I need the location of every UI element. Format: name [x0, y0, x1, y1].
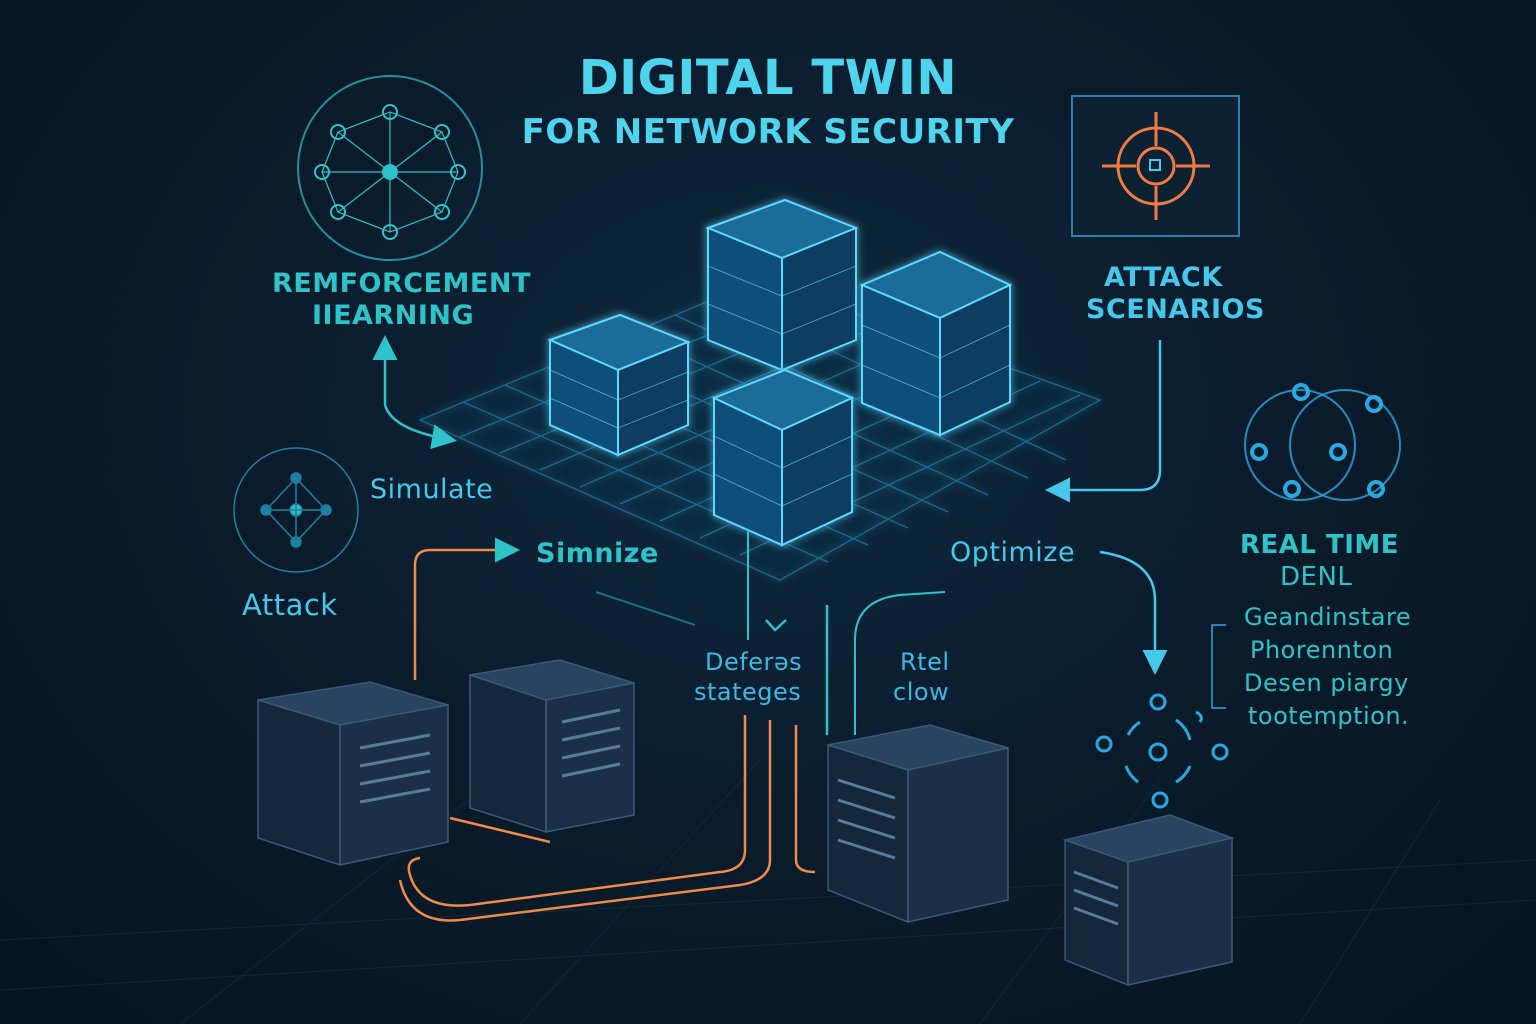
side-text-line-1: Geandinstare [1244, 603, 1412, 631]
server-left [257, 681, 449, 867]
orbit-cluster-icon [1095, 693, 1229, 809]
server-middle [469, 659, 635, 834]
defense-label-line-1: Deferəs [705, 648, 803, 676]
connector-arrows [372, 335, 1168, 735]
defense-label-line-2: stateges [694, 678, 802, 706]
cube-left [547, 313, 691, 457]
side-text-line-3: Desen piargy [1244, 669, 1409, 697]
attack-label: Attack [242, 588, 338, 622]
optimize-label: Optimize [950, 537, 1076, 568]
title-line-1: DIGITAL TWIN [578, 50, 958, 106]
server-far-right [1062, 814, 1235, 987]
attack-scenarios-line-1: ATTACK [1104, 262, 1223, 293]
simulate-label: Simulate [370, 474, 494, 505]
attack-scenarios-line-2: SCENARIOS [1086, 294, 1265, 325]
orange-data-flow [398, 715, 816, 922]
crosshair-target-icon [1071, 95, 1240, 237]
rl-label-line-2: IIEARNING [312, 300, 475, 331]
side-bracket [1211, 624, 1226, 709]
rl-label-line-1: REMFORCEMENT [272, 268, 531, 299]
title-line-2: FOR NETWORK SECURITY [521, 112, 1015, 152]
server-right [827, 724, 1009, 924]
network-node-icon [233, 447, 359, 573]
background-grid [0, 759, 1536, 1024]
cube-tall [705, 198, 859, 372]
cube-right [859, 250, 1013, 437]
cube-front [711, 368, 855, 547]
neural-network-icon [297, 75, 483, 261]
side-text-line-4: tootemption. [1248, 702, 1410, 730]
rtel-label-line-2: clow [893, 678, 950, 706]
node-graph-icon [1244, 383, 1401, 501]
simnize-label: Simnize [536, 538, 659, 569]
side-text-line-2: Phorennton [1250, 636, 1394, 664]
rtel-label-line-1: Rtel [900, 648, 950, 676]
realtime-label-line-2: DENL [1280, 562, 1353, 592]
realtime-label-line-1: REAL TIME [1240, 530, 1400, 560]
